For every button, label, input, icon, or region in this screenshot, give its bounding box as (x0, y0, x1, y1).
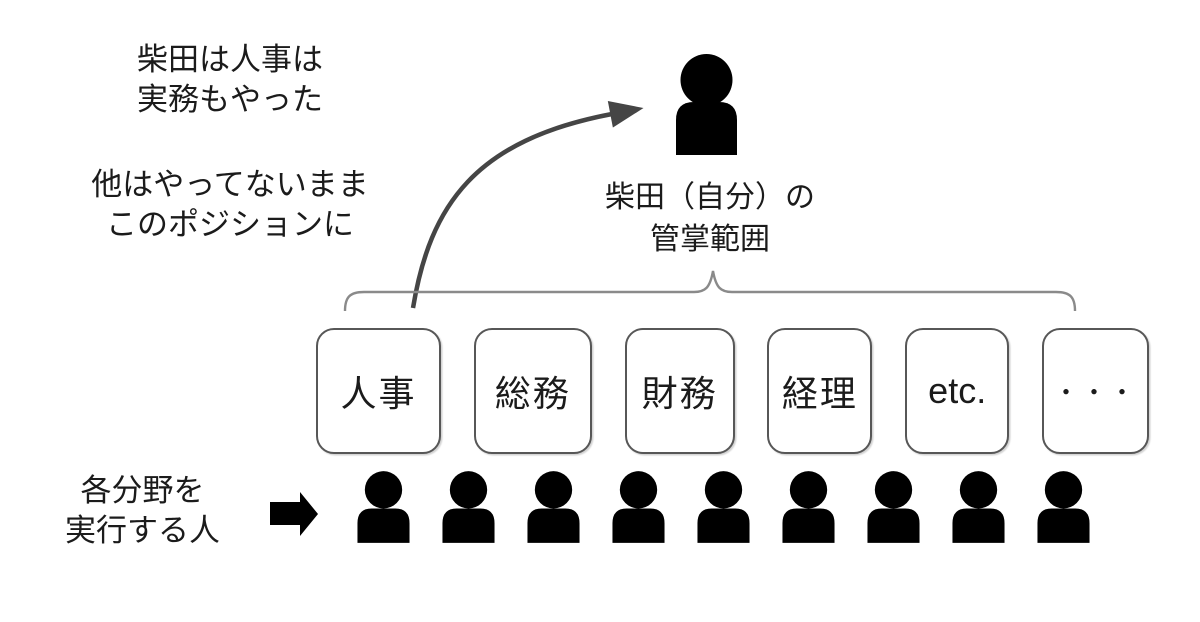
department-box-more: ・・・ (1041, 328, 1149, 454)
note-line: 実務もやった (137, 82, 323, 117)
note-line: 実行する人 (65, 513, 220, 548)
note-position-text: 他はやってないまま このポジションに (30, 165, 430, 245)
executors-label: 各分野を 実行する人 (20, 471, 265, 551)
manager-person-icon (676, 54, 737, 155)
executor-person-icon (1037, 471, 1090, 543)
department-label: ・・・ (1053, 379, 1138, 407)
note-experience: 柴田は人事は 実務もやった 他はやってないまま このポジションに (30, 40, 430, 245)
note-line: 柴田は人事は (137, 42, 323, 77)
caption-line: 管掌範囲 (650, 223, 770, 256)
note-line: 他はやってないまま (91, 167, 369, 202)
department-box-soumu: 総務 (473, 328, 592, 454)
department-label: 財務 (641, 373, 718, 414)
note-line: 各分野を (80, 473, 205, 508)
executor-person-icon (867, 471, 920, 543)
department-box-keiri: 経理 (767, 328, 873, 454)
executor-person-icon (527, 471, 580, 543)
department-label: 人事 (340, 373, 417, 414)
department-label: 経理 (781, 373, 858, 414)
scope-brace-icon (343, 270, 1077, 312)
note-experience-text: 柴田は人事は 実務もやった (30, 40, 430, 120)
department-box-jinji: 人事 (316, 328, 441, 454)
department-box-etc: etc. (905, 328, 1010, 454)
executor-person-icon (442, 471, 495, 543)
executor-person-icon (952, 471, 1005, 543)
department-box-zaimu: 財務 (624, 328, 735, 454)
executor-person-icon (697, 471, 750, 543)
scope-caption: 柴田（自分）の 管掌範囲 (535, 177, 885, 261)
departments-row: 人事 総務 財務 経理 etc. ・・・ (316, 328, 1149, 454)
executor-person-icon (612, 471, 665, 543)
note-line: このポジションに (106, 207, 354, 242)
caption-line: 柴田（自分）の (605, 181, 815, 214)
block-arrow-icon (270, 492, 318, 536)
executors-label-text: 各分野を 実行する人 (20, 471, 265, 551)
department-label: 総務 (494, 373, 571, 414)
executors-row (356, 470, 1091, 543)
executor-person-icon (782, 471, 835, 543)
department-label: etc. (928, 370, 987, 411)
executor-person-icon (357, 471, 410, 543)
